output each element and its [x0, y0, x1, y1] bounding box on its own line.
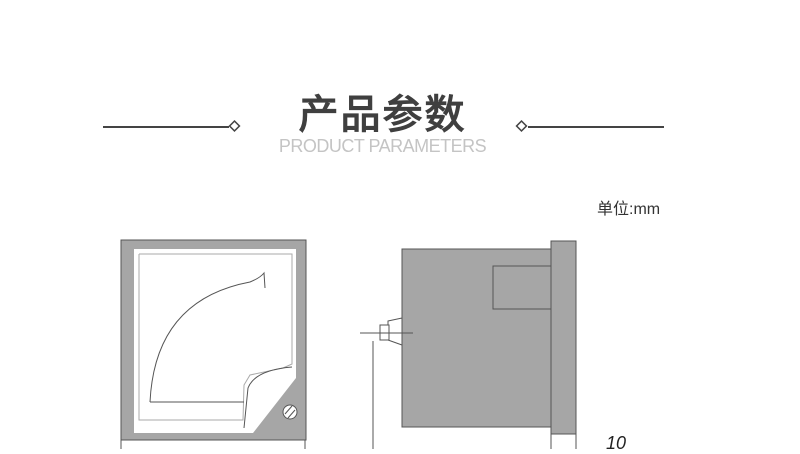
title-decoration-right	[515, 119, 664, 133]
zero-adjust-screw-icon	[282, 404, 298, 420]
side-view	[360, 240, 577, 449]
title-decoration-left	[103, 119, 241, 133]
page-title: 产品参数	[298, 91, 467, 138]
dimension-label: 10	[606, 433, 627, 453]
unit-label: 单位:mm	[597, 201, 661, 218]
page-subtitle: PRODUCT PARAMETERS	[278, 136, 487, 156]
front-view	[120, 239, 307, 449]
